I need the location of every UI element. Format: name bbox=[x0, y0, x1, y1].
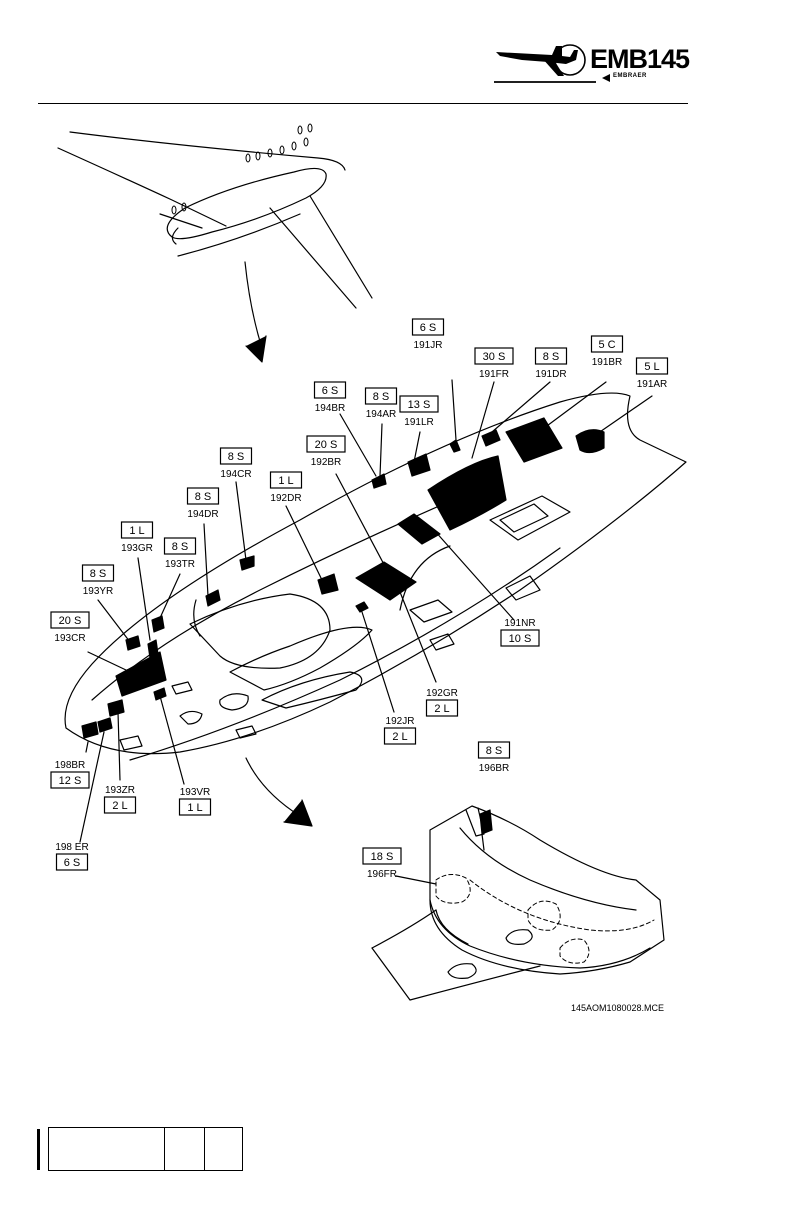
code-text: 196BR bbox=[479, 763, 510, 774]
qty-text: 2 L bbox=[112, 800, 127, 812]
qty-text: 6 S bbox=[64, 857, 81, 869]
callout-191jr: 6 S 191JR bbox=[413, 319, 444, 351]
code-text: 191FR bbox=[479, 369, 509, 380]
callout-191ar: 5 L 191AR bbox=[637, 358, 668, 390]
callout-193vr: 1 L 193VR bbox=[180, 787, 211, 815]
callout-193yr: 8 S 193YR bbox=[83, 565, 114, 597]
qty-text: 2 L bbox=[392, 731, 407, 743]
code-text: 193VR bbox=[180, 787, 211, 798]
callout-193gr: 1 L 193GR bbox=[121, 522, 153, 554]
qty-text: 8 S bbox=[172, 541, 189, 553]
callout-198br: 12 S 198BR bbox=[51, 760, 89, 788]
code-text: 192JR bbox=[386, 716, 415, 727]
callout-193cr: 20 S 193CR bbox=[51, 612, 89, 644]
callout-196fr: 18 S 196FR bbox=[363, 848, 401, 880]
footer-table bbox=[48, 1127, 243, 1171]
callout-198er: 6 S 198 ER bbox=[55, 842, 88, 870]
callout-191dr: 8 S 191DR bbox=[535, 348, 566, 380]
callout-191nr: 10 S 191NR bbox=[501, 618, 539, 646]
callout-193zr: 2 L 193ZR bbox=[105, 785, 136, 813]
callout-191lr: 13 S 191LR bbox=[400, 396, 438, 428]
qty-text: 1 L bbox=[278, 475, 293, 487]
code-text: 191AR bbox=[637, 379, 668, 390]
code-text: 194CR bbox=[220, 469, 251, 480]
qty-text: 20 S bbox=[59, 615, 82, 627]
qty-text: 13 S bbox=[408, 399, 431, 411]
qty-text: 30 S bbox=[483, 351, 506, 363]
qty-text: 8 S bbox=[486, 745, 503, 757]
revision-bar bbox=[37, 1129, 40, 1170]
callout-192gr: 2 L 192GR bbox=[426, 688, 458, 716]
figure-id: 145AOM1080028.MCE bbox=[571, 1003, 664, 1013]
qty-text: 1 L bbox=[187, 802, 202, 814]
code-text: 193CR bbox=[54, 633, 85, 644]
qty-text: 5 L bbox=[644, 361, 659, 373]
qty-text: 8 S bbox=[373, 391, 390, 403]
qty-text: 8 S bbox=[543, 351, 560, 363]
qty-text: 8 S bbox=[195, 491, 212, 503]
code-text: 191BR bbox=[592, 357, 623, 368]
code-text: 191DR bbox=[535, 369, 566, 380]
code-text: 193GR bbox=[121, 543, 153, 554]
code-text: 196FR bbox=[367, 869, 397, 880]
footer-divider bbox=[164, 1128, 165, 1170]
code-text: 192GR bbox=[426, 688, 458, 699]
code-text: 192DR bbox=[270, 493, 301, 504]
callout-194br: 6 S 194BR bbox=[315, 382, 346, 414]
code-text: 191LR bbox=[404, 417, 433, 428]
callout-194cr: 8 S 194CR bbox=[220, 448, 251, 480]
callout-193tr: 8 S 193TR bbox=[165, 538, 196, 570]
code-text: 191NR bbox=[504, 618, 535, 629]
callout-192jr: 2 L 192JR bbox=[385, 716, 416, 744]
callout-194ar: 8 S 194AR bbox=[366, 388, 397, 420]
qty-text: 1 L bbox=[129, 525, 144, 537]
qty-text: 18 S bbox=[371, 851, 394, 863]
qty-text: 8 S bbox=[90, 568, 107, 580]
code-text: 198 ER bbox=[55, 842, 88, 853]
qty-text: 8 S bbox=[228, 451, 245, 463]
code-text: 194AR bbox=[366, 409, 397, 420]
code-text: 191JR bbox=[414, 340, 443, 351]
qty-text: 2 L bbox=[434, 703, 449, 715]
code-text: 193ZR bbox=[105, 785, 135, 796]
qty-text: 12 S bbox=[59, 775, 82, 787]
callout-196br: 8 S 196BR bbox=[479, 742, 510, 774]
code-text: 194BR bbox=[315, 403, 346, 414]
code-text: 193YR bbox=[83, 586, 114, 597]
qty-text: 6 S bbox=[322, 385, 339, 397]
qty-text: 5 C bbox=[598, 339, 615, 351]
callout-192dr: 1 L 192DR bbox=[270, 472, 301, 504]
code-text: 198BR bbox=[55, 760, 86, 771]
callout-192br: 20 S 192BR bbox=[307, 436, 345, 468]
qty-text: 10 S bbox=[509, 633, 532, 645]
callout-191br: 5 C 191BR bbox=[592, 336, 623, 368]
qty-text: 20 S bbox=[315, 439, 338, 451]
callout-194dr: 8 S 194DR bbox=[187, 488, 218, 520]
qty-text: 6 S bbox=[420, 322, 437, 334]
code-text: 194DR bbox=[187, 509, 218, 520]
code-text: 193TR bbox=[165, 559, 195, 570]
code-text: 192BR bbox=[311, 457, 342, 468]
callout-191fr: 30 S 191FR bbox=[475, 348, 513, 380]
footer-divider bbox=[204, 1128, 205, 1170]
